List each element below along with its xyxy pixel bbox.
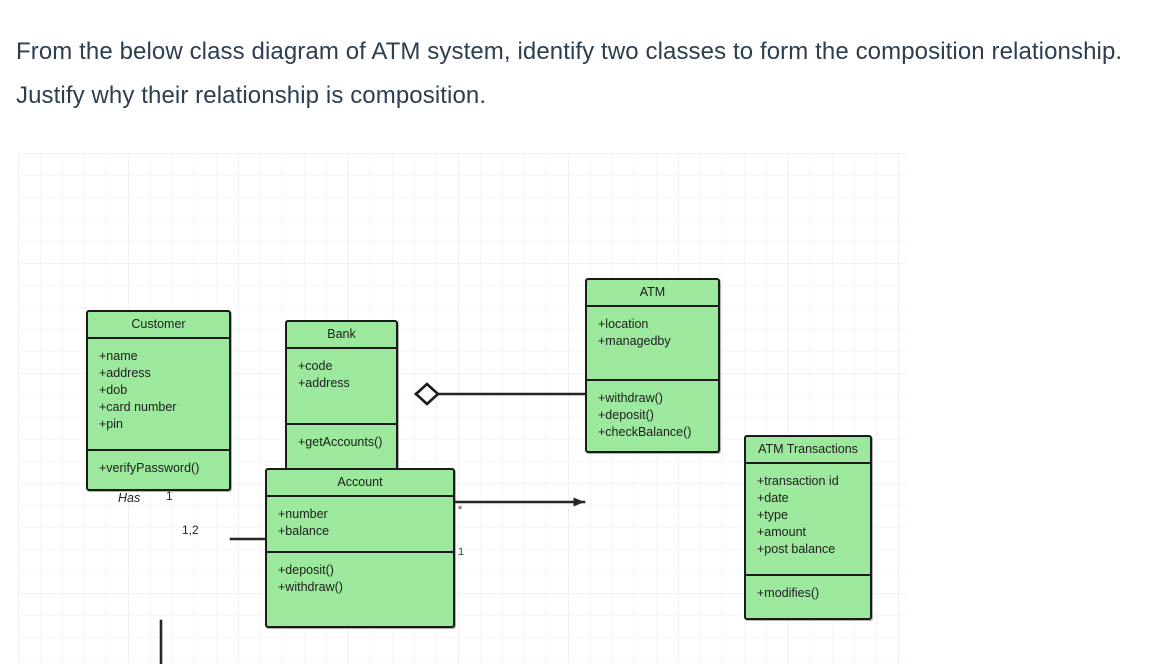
operation-row: +checkBalance() [598,425,692,439]
class-operations-customer: +verifyPassword() [88,449,229,489]
class-name-account: Account [267,470,453,497]
class-operations-bank: +getAccounts() [287,423,396,471]
operation-row: +deposit() [278,563,334,577]
class-operations-account: +deposit() +withdraw() [267,551,453,626]
attribute-row: +managedby [598,334,671,348]
attribute-row: +amount [757,525,806,539]
class-attributes-account: +number +balance [267,497,453,551]
class-name-atm: ATM [587,280,718,307]
class-name-bank: Bank [287,322,396,349]
attribute-row: +balance [278,524,330,538]
class-diagram-canvas: Bank +code +address +getAccounts() Custo… [0,140,1162,664]
attribute-row: +dob [99,383,128,397]
class-operations-atm: +withdraw() +deposit() +checkBalance() [587,379,718,451]
class-name-atm-transactions: ATM Transactions [746,437,870,464]
operation-row: +getAccounts() [298,435,383,449]
attribute-row: +transaction id [757,474,839,488]
class-attributes-customer: +name +address +dob +card number +pin [88,339,229,449]
operation-row: +withdraw() [598,391,663,405]
class-attributes-bank: +code +address [287,349,396,423]
operation-row: +modifies() [757,586,820,600]
attribute-row: +card number [99,400,177,414]
question-line-2: composition relationship. Justify why th… [16,38,1123,109]
class-attributes-atm: +location +managedby [587,307,718,379]
operation-row: +deposit() [598,408,654,422]
class-box-customer[interactable]: Customer +name +address +dob +card numbe… [86,310,231,491]
attribute-row: +address [298,376,350,390]
attribute-row: +date [757,491,789,505]
class-box-atm-transactions[interactable]: ATM Transactions +transaction id +date +… [744,435,872,620]
question-prompt: From the below class diagram of ATM syst… [16,30,1136,118]
edge-label-has: Has [118,491,141,505]
attribute-row: +type [757,508,788,522]
multiplicity-transactions-one: 1 [458,546,465,558]
class-box-bank[interactable]: Bank +code +address +getAccounts() [285,320,398,473]
class-attributes-atm-transactions: +transaction id +date +type +amount +pos… [746,464,870,574]
attribute-row: +location [598,317,649,331]
operation-row: +withdraw() [278,580,343,594]
attribute-row: +address [99,366,151,380]
attribute-row: +number [278,507,328,521]
multiplicity-customer-one: 1 [166,489,173,503]
attribute-row: +pin [99,417,123,431]
operation-row: +verifyPassword() [99,461,200,475]
class-operations-atm-transactions: +modifies() [746,574,870,618]
attribute-row: +code [298,359,333,373]
class-box-account[interactable]: Account +number +balance +deposit() +wit… [265,468,455,628]
question-line-1: From the below class diagram of ATM syst… [16,38,849,65]
multiplicity-account-one-two: 1,2 [182,523,199,537]
attribute-row: +post balance [757,542,836,556]
aggregation-diamond-bank-atm [414,382,440,406]
multiplicity-account-star: * [458,504,463,516]
edge-customer-account [159,619,163,664]
class-box-atm[interactable]: ATM +location +managedby +withdraw() +de… [585,278,720,453]
class-name-customer: Customer [88,312,229,339]
attribute-row: +name [99,349,138,363]
